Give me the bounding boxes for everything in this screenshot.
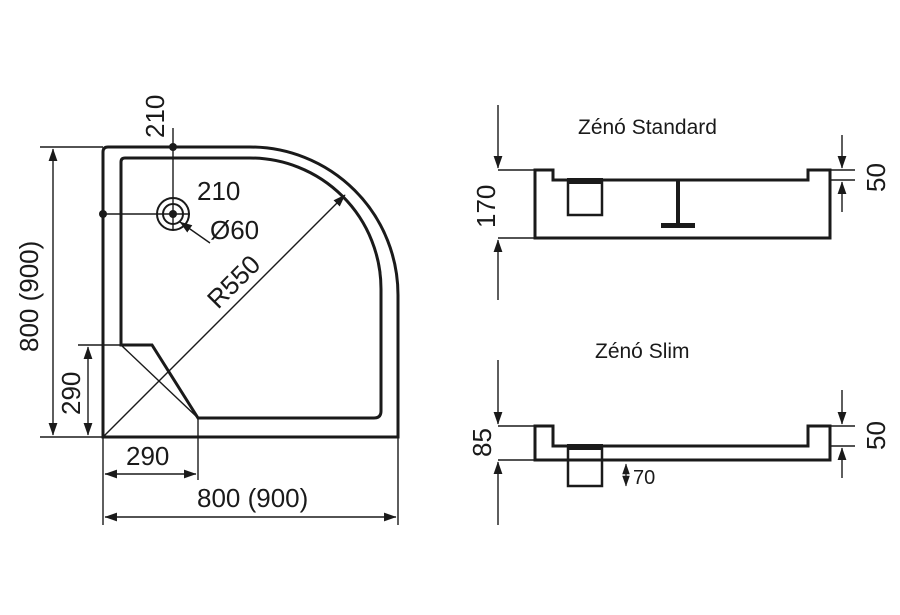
slim-cross-section: Zénó Slim 85 50 70 bbox=[467, 340, 891, 525]
drain-ref-dot-left bbox=[99, 210, 107, 218]
total-width-label: 800 (900) bbox=[197, 483, 308, 513]
slim-drain-depth-label: 70 bbox=[633, 467, 655, 489]
drain-offset-left-label: 210 bbox=[197, 176, 240, 206]
standard-drain-body bbox=[566, 178, 604, 217]
standard-support-foot bbox=[676, 180, 680, 226]
drain-offset-top-label: 210 bbox=[140, 95, 170, 138]
corner-chamfer-line bbox=[120, 344, 199, 419]
total-height-label: 800 (900) bbox=[14, 241, 44, 352]
slim-height-label: 85 bbox=[467, 428, 497, 457]
radius-leader-line bbox=[102, 194, 346, 438]
standard-edge-label: 50 bbox=[861, 163, 891, 192]
drain-ref-dot-top bbox=[169, 143, 177, 151]
slim-drain-body bbox=[566, 444, 604, 488]
slim-edge-label: 50 bbox=[861, 421, 891, 450]
standard-tray-profile bbox=[533, 168, 832, 240]
corner-height-label: 290 bbox=[56, 372, 86, 415]
radius-label: R550 bbox=[201, 249, 266, 314]
standard-height-label: 170 bbox=[471, 185, 501, 228]
standard-cross-section: Zénó Standard 170 50 bbox=[471, 105, 891, 300]
tray-inner-outline bbox=[119, 156, 383, 420]
slim-tray-profile bbox=[533, 424, 832, 462]
corner-width-label: 290 bbox=[126, 441, 169, 471]
tray-outer-outline bbox=[101, 145, 400, 439]
standard-title: Zénó Standard bbox=[578, 116, 717, 139]
slim-title: Zénó Slim bbox=[595, 340, 690, 363]
drain-diameter-label: Ø60 bbox=[210, 215, 259, 245]
diameter-leader-line bbox=[179, 221, 211, 244]
top-view: 210 210 Ø60 R550 800 (900) 290 290 800 (… bbox=[14, 95, 400, 525]
